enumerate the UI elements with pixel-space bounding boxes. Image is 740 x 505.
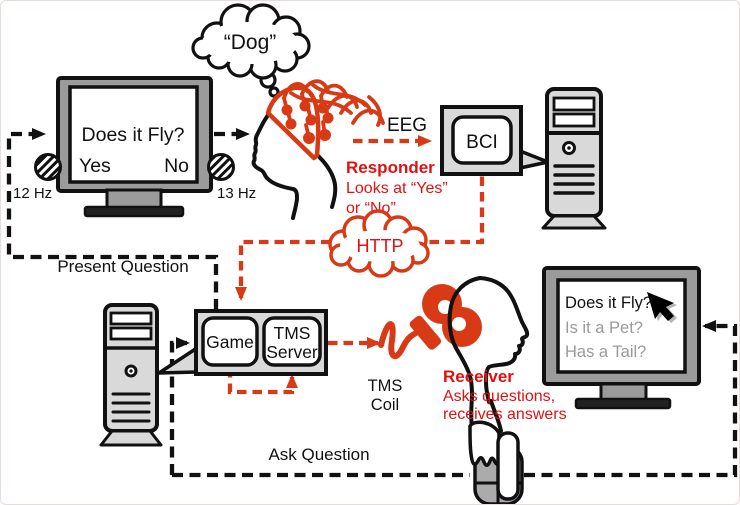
stimulus-question: Does it Fly? [82, 124, 185, 146]
monitor-base [574, 397, 672, 410]
stimulus-monitor: Does it Fly? Yes No 12 Hz 13 Hz [13, 76, 256, 218]
flicker-led-12hz-icon [34, 153, 62, 181]
game-label: Game [206, 332, 254, 352]
ask-question-label: Ask Question [268, 445, 369, 464]
stimulus-option-no: No [164, 155, 189, 177]
eeg-electrodes [281, 100, 334, 144]
responder-desc-line1: Looks at “Yes” [346, 180, 448, 197]
svg-text:TMS: TMS [368, 377, 403, 395]
drive-bay [552, 112, 596, 128]
vents [553, 164, 595, 195]
receiver-question-2: Is it a Pet? [565, 319, 643, 337]
receiver-desc-line2: receives answers [443, 406, 567, 423]
eeg-label: EEG [387, 115, 427, 136]
receiver-caption: Receiver Asks questions, receives answer… [443, 367, 567, 423]
tms-server-label-line1: TMS [274, 323, 311, 343]
eeg-wires [282, 79, 385, 140]
palm [468, 420, 501, 467]
svg-text:Coil: Coil [371, 396, 399, 414]
thought-bubble: “Dog” [191, 3, 311, 98]
present-question-path [6, 128, 219, 310]
tms-server-label-line2: Server [266, 342, 318, 362]
receiver-question-3: Has a Tail? [565, 343, 646, 361]
http-label: HTTP [357, 236, 404, 256]
thought-bubble-text: “Dog” [224, 31, 277, 54]
responder-title: Responder [346, 158, 435, 177]
index-finger [496, 431, 520, 501]
tms-coil [378, 284, 482, 360]
game-to-tms-server-loop-arrow [227, 368, 298, 395]
coil-cable [378, 321, 421, 360]
tms-coil-label: TMS Coil [368, 377, 403, 414]
right-frequency-label: 13 Hz [217, 185, 256, 202]
receiver-title: Receiver [443, 367, 514, 386]
vents [111, 392, 151, 423]
drive-bay [552, 96, 596, 112]
game-server-box: Game TMS Server [157, 309, 328, 376]
ask-question-to-game-arrow [169, 337, 190, 475]
responder-computer [541, 87, 607, 230]
responder-head [251, 108, 338, 220]
game-computer [99, 303, 163, 447]
tower-base [541, 214, 607, 230]
eeg-cap [265, 79, 385, 161]
monitor-stand [599, 382, 648, 402]
tower-base [99, 429, 163, 447]
receiver-desc-line1: Asks questions, [443, 388, 555, 405]
http-cloud: HTTP [328, 209, 430, 278]
callout-pointer [518, 149, 550, 170]
responder-caption: Responder Looks at “Yes” or “No” [346, 158, 448, 217]
callout-pointer [157, 346, 199, 375]
present-question-label: Present Question [57, 257, 188, 276]
left-frequency-label: 12 Hz [13, 185, 52, 202]
receiver-question-1: Does it Fly? [565, 294, 652, 312]
flicker-led-13hz-icon [207, 153, 235, 181]
ask-question-to-monitor-arrow [524, 320, 738, 478]
bci-label: BCI [466, 132, 498, 153]
monitor-base [83, 205, 185, 218]
bci-callout: BCI [440, 105, 550, 176]
coil-handle [409, 315, 442, 350]
receiver-monitor: Does it Fly? Is it a Pet? Has a Tail? [542, 266, 701, 410]
stimulus-option-yes: Yes [79, 155, 111, 177]
game-module [201, 316, 259, 367]
tms-server-module [262, 316, 322, 367]
drive-bay [109, 326, 153, 341]
receiver-hand [468, 420, 520, 501]
drive-bay [109, 311, 153, 326]
cursor-icon [647, 292, 674, 321]
